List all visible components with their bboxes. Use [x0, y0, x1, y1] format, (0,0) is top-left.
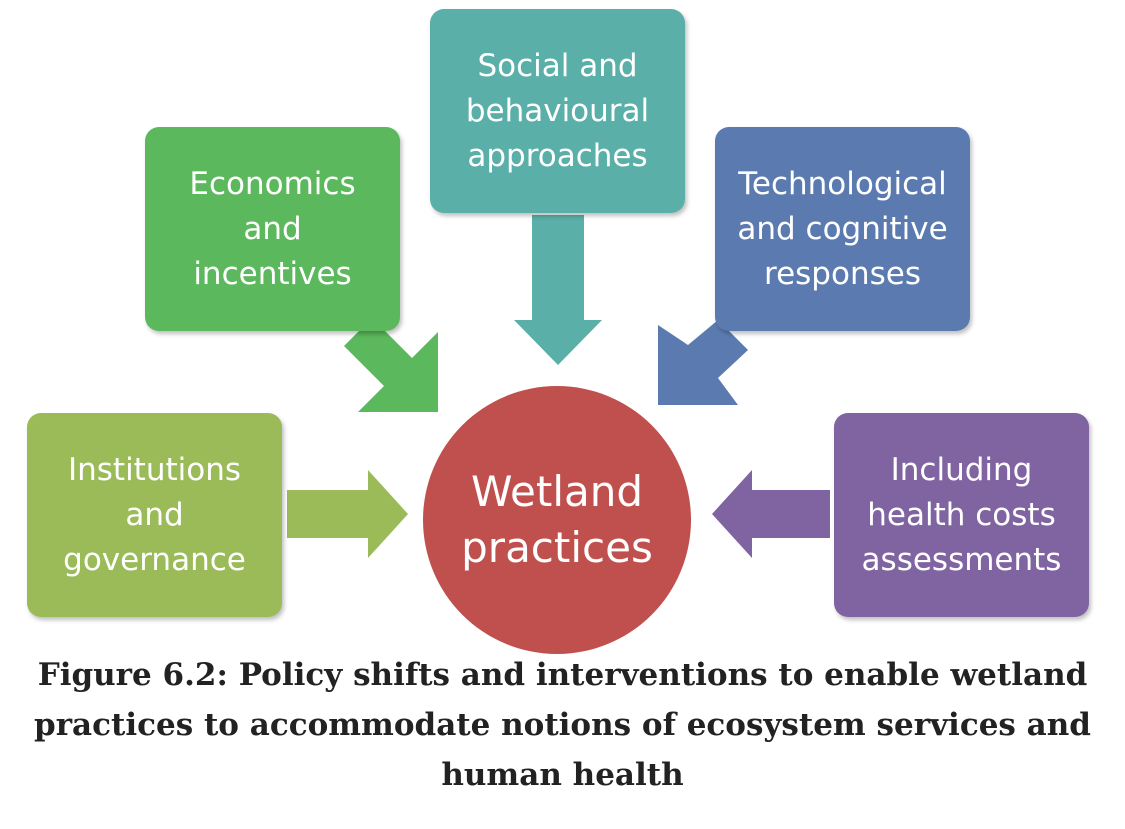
center-node: Wetland practices — [423, 386, 691, 654]
node-institutions: Institutions and governance — [27, 413, 282, 617]
node-health: Including health costs assessments — [834, 413, 1089, 617]
arrow-institutions — [287, 470, 408, 558]
figure-caption: Figure 6.2: Policy shifts and interventi… — [34, 657, 1091, 793]
arrows-layer — [287, 215, 830, 558]
node-technological: Technological and cognitive responses — [715, 127, 970, 331]
policy-diagram: Economics and incentives Social and beha… — [27, 9, 1089, 654]
arrow-technological — [658, 320, 748, 405]
arrow-economics — [344, 318, 438, 412]
node-social: Social and behavioural approaches — [430, 9, 685, 213]
arrow-health — [712, 470, 830, 558]
node-economics: Economics and incentives — [145, 127, 400, 331]
arrow-social — [514, 215, 602, 365]
